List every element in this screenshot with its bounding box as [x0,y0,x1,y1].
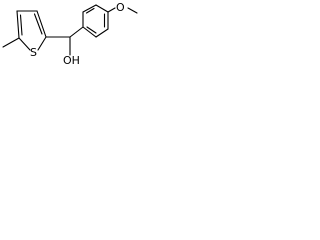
methoxy-oxygen-label: O [116,1,125,14]
phenyl-to-methoxy-bond [107,7,116,13]
thiophene-c2-c3-bond [36,10,47,38]
methoxy-methyl-bond [127,7,138,14]
benzene-bond-1 [82,26,97,38]
benzene-inner-bond-3 [85,7,95,14]
benzene-bond-2 [95,28,109,38]
thiophene-c4-c5-inner-bond [19,14,23,36]
thiophene-c4-c5-bond [16,10,20,39]
thiophene-c2-c3-inner-bond [33,13,43,35]
hydroxyl-label: OH [63,54,80,67]
benzene-bond-5 [82,4,97,13]
benzene-inner-bond-1 [86,26,97,34]
carbinol-to-phenyl-bond [69,26,84,38]
sulfur-label: S [30,46,37,59]
benzene-bond-4 [95,4,109,13]
thiophene-s-c2-bond [37,36,47,51]
methyl-bond [2,37,20,48]
thiophene-c5-s-bond [18,37,31,51]
molecule-structure: S OH O [2,1,138,67]
